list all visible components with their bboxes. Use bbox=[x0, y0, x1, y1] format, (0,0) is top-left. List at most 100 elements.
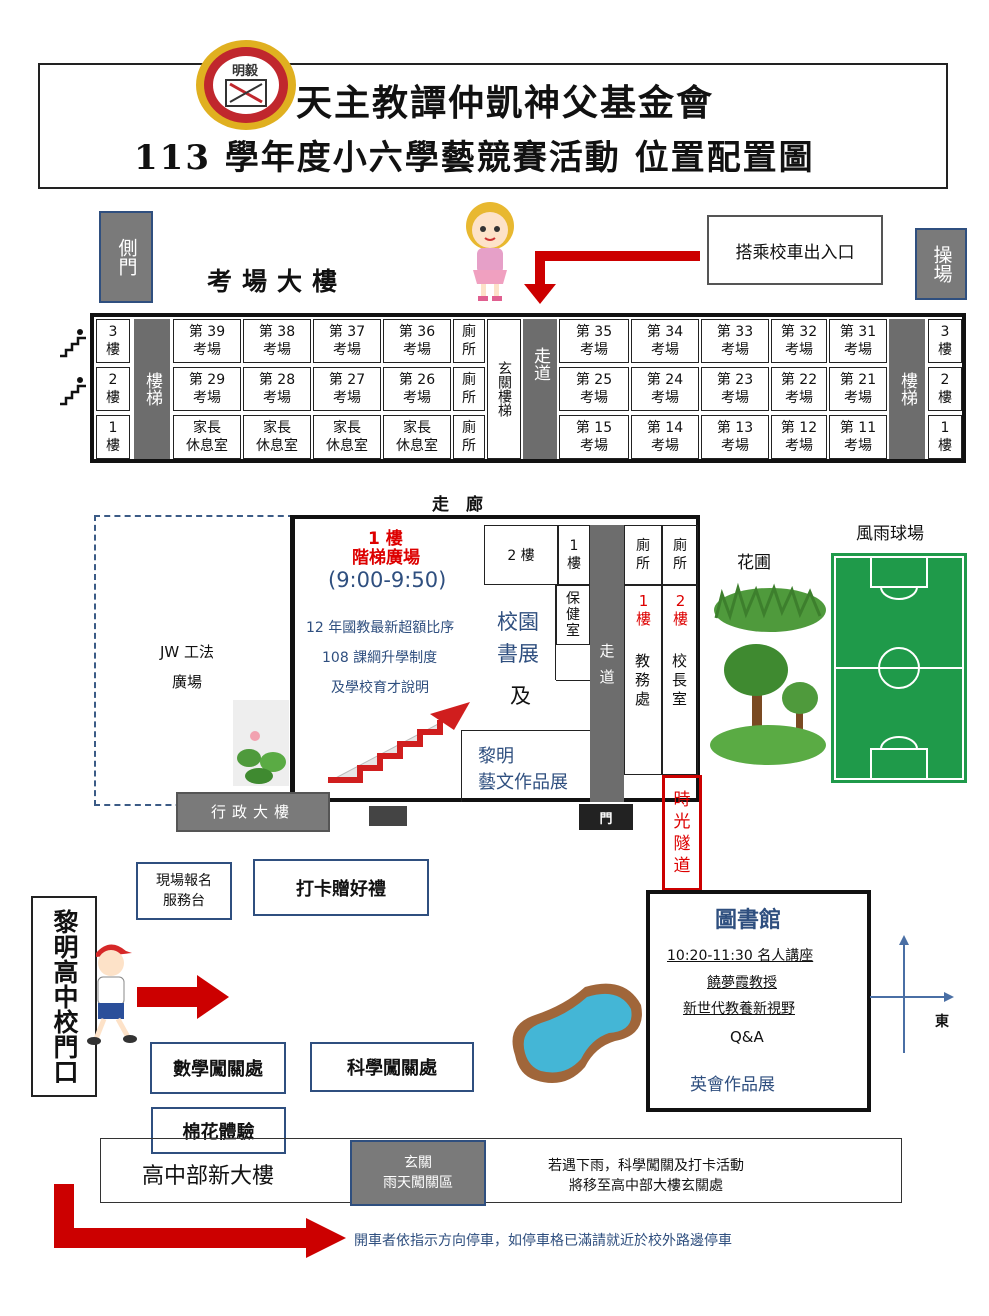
exam-room: 第 31 考場 bbox=[829, 319, 887, 363]
exam-room: 第 15 考場 bbox=[559, 415, 629, 459]
plant-decoration bbox=[233, 700, 289, 786]
exam-room: 第 37 考場 bbox=[313, 319, 381, 363]
lobby-stairs: 玄關樓梯 bbox=[487, 319, 521, 459]
registration-desk: 現場報名 服務台 bbox=[136, 862, 232, 920]
garden-illustration bbox=[708, 570, 828, 770]
book-fair-room bbox=[484, 585, 556, 680]
floor-label: 3樓 bbox=[928, 319, 962, 363]
exam-room: 第 29 考場 bbox=[173, 367, 241, 411]
exam-room: 第 34 考場 bbox=[631, 319, 699, 363]
book-fair-and: 及 bbox=[510, 684, 531, 708]
playground-label: 操場 bbox=[915, 228, 967, 300]
art-expo-label: 黎明 藝文作品展 bbox=[478, 746, 568, 793]
exam-building-grid: 3樓 2樓 1樓 樓梯 第 39 考場 第 38 考場 第 37 考場 第 36… bbox=[90, 313, 966, 463]
ball-field bbox=[831, 553, 967, 783]
admin-building-label: 行政大樓 bbox=[176, 792, 330, 832]
exam-room: 第 13 考場 bbox=[701, 415, 769, 459]
health-room: 保 健 室 bbox=[556, 585, 590, 645]
floor-label: 2樓 bbox=[96, 367, 130, 411]
main-door: 門 bbox=[579, 804, 633, 830]
logo-text: 明毅 bbox=[232, 64, 259, 79]
book-fair-label: 校園 書展 bbox=[497, 610, 539, 666]
exam-room: 第 27 考場 bbox=[313, 367, 381, 411]
toilet: 廁所 bbox=[453, 319, 485, 363]
art-expo-divider bbox=[461, 730, 590, 802]
toilet: 廁所 bbox=[453, 367, 485, 411]
east-label: 東 bbox=[935, 1014, 949, 1030]
girl-illustration bbox=[459, 200, 521, 304]
talk-line-3: 及學校育才說明 bbox=[331, 680, 429, 696]
library-lecture: 10:20-11:30 名人講座 bbox=[667, 948, 814, 964]
academic-room bbox=[624, 585, 662, 775]
time-tunnel: 時 光 隧 道 bbox=[662, 775, 702, 891]
stairwell-east: 樓梯 bbox=[889, 319, 925, 459]
stair-plaza-floor: 1 樓 bbox=[368, 529, 403, 549]
admin-building-outline bbox=[290, 515, 700, 802]
parking-arrow bbox=[50, 1184, 346, 1258]
exam-building-label: 考場大樓 bbox=[207, 267, 348, 296]
school-gate-box: 黎明高中校門口 bbox=[31, 896, 97, 1097]
library-box bbox=[646, 890, 871, 1112]
exam-room: 第 39 考場 bbox=[173, 319, 241, 363]
pond-illustration bbox=[505, 975, 647, 1090]
side-door bbox=[369, 806, 407, 826]
toilet: 廁所 bbox=[453, 415, 485, 459]
math-challenge: 數學闖關處 bbox=[150, 1042, 286, 1094]
principal-floor: 2 樓 bbox=[673, 592, 689, 628]
library-english: 英會作品展 bbox=[690, 1075, 775, 1095]
exam-room: 第 24 考場 bbox=[631, 367, 699, 411]
title-box bbox=[38, 63, 948, 189]
toilet-west: 廁 所 bbox=[624, 525, 662, 585]
talk-line-2: 108 課綱升學制度 bbox=[322, 650, 438, 666]
academic-floor: 1 樓 bbox=[636, 592, 652, 628]
stair-plaza-title: 階梯廣場 bbox=[352, 548, 420, 568]
ball-field-label: 風雨球場 bbox=[856, 524, 924, 544]
exam-room: 第 25 考場 bbox=[559, 367, 629, 411]
art-expo-line bbox=[556, 680, 590, 681]
exam-room: 第 28 考場 bbox=[243, 367, 311, 411]
stair-plaza-time: (9:00-9:50) bbox=[328, 568, 447, 592]
hs-building-box bbox=[100, 1138, 902, 1203]
exam-room: 第 21 考場 bbox=[829, 367, 887, 411]
exam-room: 第 32 考場 bbox=[771, 319, 827, 363]
hs-building-label: 高中部新大樓 bbox=[142, 1164, 275, 1189]
rain-note: 若遇下雨，科學闖關及打卡活動 將移至高中部大樓玄關處 bbox=[548, 1158, 744, 1194]
library-topic: 新世代教養新視野 bbox=[683, 1001, 795, 1017]
corridor-label: 走 廊 bbox=[432, 495, 483, 515]
exam-room: 第 14 考場 bbox=[631, 415, 699, 459]
floor2-room: 2 樓 bbox=[484, 525, 558, 585]
library-qa: Q&A bbox=[730, 1028, 764, 1046]
rain-area: 玄關 雨天闖關區 bbox=[350, 1140, 486, 1206]
walkway: 走道 bbox=[523, 319, 557, 459]
school-logo: 明毅 bbox=[194, 38, 298, 132]
checkin-gift: 打卡贈好禮 bbox=[253, 859, 429, 916]
principal-room bbox=[662, 585, 698, 775]
stairs-icon bbox=[58, 376, 88, 406]
boy-illustration bbox=[80, 935, 142, 1047]
entrance-arrow bbox=[516, 244, 702, 306]
bus-entrance-box: 搭乘校車出入口 bbox=[707, 215, 883, 285]
parent-lounge: 家長 休息室 bbox=[173, 415, 241, 459]
floor-label: 3樓 bbox=[96, 319, 130, 363]
floor1-room: 1 樓 bbox=[558, 525, 590, 585]
floor-label: 1樓 bbox=[96, 415, 130, 459]
exam-room: 第 23 考場 bbox=[701, 367, 769, 411]
library-speaker: 饒夢霞教授 bbox=[707, 975, 777, 991]
exam-room: 第 38 考場 bbox=[243, 319, 311, 363]
parking-note: 開車者依指示方向停車，如停車格已滿請就近於校外路邊停車 bbox=[354, 1233, 732, 1249]
org-title: 天主教譚仲凱神父基金會 bbox=[296, 82, 715, 124]
direction-arrow bbox=[137, 975, 229, 1019]
exam-room: 第 11 考場 bbox=[829, 415, 887, 459]
science-challenge: 科學闖關處 bbox=[310, 1042, 474, 1092]
stairwell-west: 樓梯 bbox=[134, 319, 170, 459]
floor-label: 1樓 bbox=[928, 415, 962, 459]
jw-plaza-label: JW 工法 廣場 bbox=[160, 643, 215, 691]
exam-room: 第 12 考場 bbox=[771, 415, 827, 459]
side-gate-label: 側門 bbox=[99, 211, 153, 303]
parent-lounge: 家長 休息室 bbox=[243, 415, 311, 459]
page-title: 113 學年度小六學藝競賽活動 位置配置圖 bbox=[134, 138, 815, 178]
stairs-icon bbox=[58, 328, 88, 358]
talk-line-1: 12 年國教最新超額比序 bbox=[306, 620, 455, 636]
admin-walkway: 走 道 bbox=[590, 525, 624, 802]
exam-room: 第 33 考場 bbox=[701, 319, 769, 363]
